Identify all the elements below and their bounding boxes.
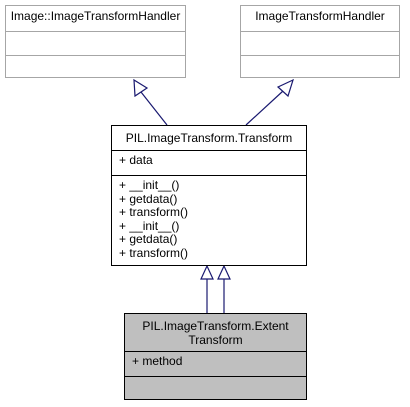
methods-compartment: + __init__() + getdata() + transform() +… xyxy=(112,176,306,265)
class-extent-transform: PIL.ImageTransform.Extent Transform + me… xyxy=(124,313,307,400)
method: + getdata() xyxy=(119,191,178,206)
method: + getdata() xyxy=(119,232,178,246)
class-name: Image::ImageTransformHandler xyxy=(6,6,185,32)
attributes-compartment xyxy=(241,32,399,56)
method: + __init__() xyxy=(119,178,180,192)
link-transform-to-image-handler xyxy=(133,78,168,126)
methods-compartment xyxy=(125,377,306,399)
method: + transform() xyxy=(119,245,189,260)
methods-compartment xyxy=(241,56,399,77)
class-name: ImageTransformHandler xyxy=(241,6,399,32)
class-name-line-1: PIL.ImageTransform.Extent xyxy=(142,319,289,333)
method: + __init__() xyxy=(119,218,180,233)
link-transform-to-handler xyxy=(245,78,294,126)
class-image-transform-handler: Image::ImageTransformHandler xyxy=(5,5,186,78)
class-name-line-2: Transform xyxy=(188,333,243,347)
class-name: PIL.ImageTransform.Transform xyxy=(112,126,306,151)
attribute: + data xyxy=(119,153,153,167)
link-extent-to-transform-2 xyxy=(217,264,231,313)
class-transform: PIL.ImageTransform.Transform + data + __… xyxy=(111,125,307,266)
link-extent-to-transform-1 xyxy=(200,264,214,313)
attributes-compartment: + data xyxy=(112,151,306,176)
attributes-compartment: + method xyxy=(125,352,306,377)
class-name: PIL.ImageTransform.Extent Transform xyxy=(125,314,306,352)
attributes-compartment xyxy=(6,32,185,56)
method: + transform() xyxy=(119,205,189,219)
class-transform-handler: ImageTransformHandler xyxy=(240,5,400,78)
attribute: + method xyxy=(132,354,183,368)
methods-compartment xyxy=(6,56,185,77)
